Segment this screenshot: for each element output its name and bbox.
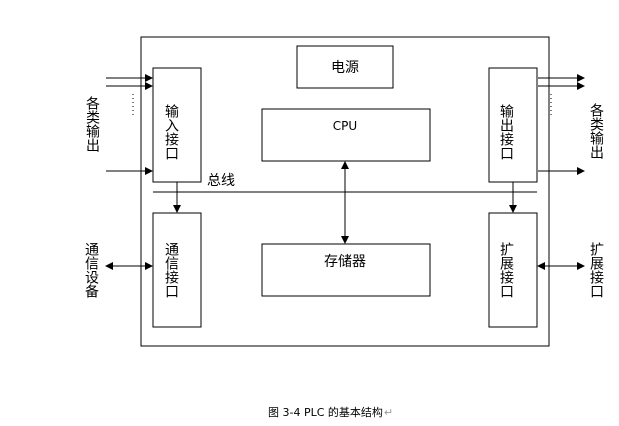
comm-device-label: 通信设备 <box>83 242 99 298</box>
memory-block <box>261 243 431 297</box>
plc-outer-frame <box>140 36 550 347</box>
memory-label: 存储器 <box>324 254 366 270</box>
expansion-port-label: 扩展接口 <box>588 242 604 298</box>
left-inputs-label: 各类输出 <box>84 96 100 152</box>
expansion-interface-block <box>488 212 538 328</box>
cpu-block <box>261 108 431 162</box>
cpu-label: CPU <box>333 119 357 133</box>
bus-label: 总线 <box>207 173 235 189</box>
expansion-interface-label: 扩展接口 <box>498 242 514 298</box>
input-interface-label: 输入接口 <box>163 104 179 160</box>
comm-interface-block <box>152 212 202 328</box>
figure-caption: 图 3-4 PLC 的基本结构↵ <box>268 405 393 419</box>
figure-caption-text: 图 3-4 PLC 的基本结构 <box>268 405 383 419</box>
comm-interface-label: 通信接口 <box>163 242 179 298</box>
power-label: 电源 <box>331 60 359 76</box>
right-outputs-label: 各类输出 <box>588 103 604 159</box>
power-block <box>296 45 394 89</box>
output-interface-label: 输出接口 <box>498 104 514 160</box>
paragraph-mark: ↵ <box>384 406 393 419</box>
